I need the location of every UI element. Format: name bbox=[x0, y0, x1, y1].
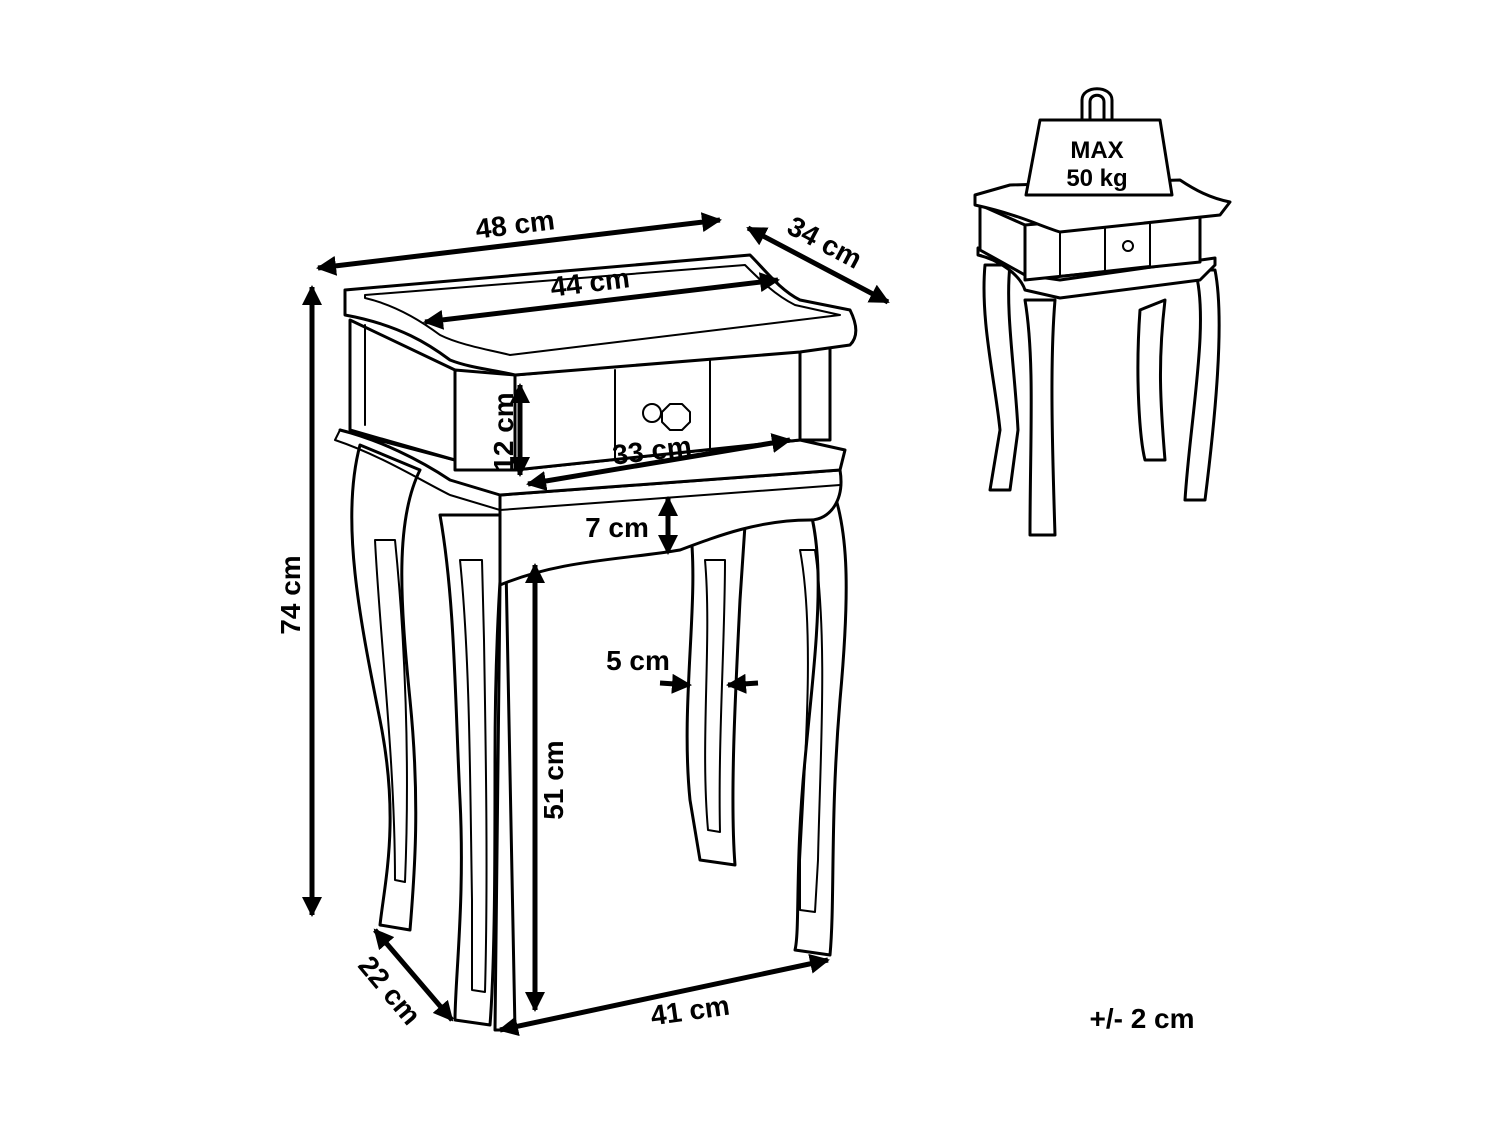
label-depth: 34 cm bbox=[782, 210, 867, 275]
arrow-drawer-width bbox=[526, 433, 792, 491]
arrow-leg-width-right bbox=[726, 673, 759, 694]
label-clearance-height: 51 cm bbox=[538, 740, 569, 819]
dimension-lines bbox=[302, 212, 890, 1037]
main-table-drawing bbox=[334, 253, 858, 1032]
load-weight-label: 50 kg bbox=[1066, 165, 1127, 192]
weight-icon bbox=[1024, 118, 1174, 197]
load-max-label: MAX bbox=[1070, 137, 1123, 164]
arrow-leg-width-left bbox=[659, 673, 692, 694]
label-drawer-height: 12 cm bbox=[488, 392, 519, 471]
label-base-depth: 22 cm bbox=[352, 950, 427, 1031]
arrow-base-depth bbox=[373, 928, 454, 1022]
label-apron-height: 7 cm bbox=[585, 512, 649, 543]
arrow-overall-width bbox=[316, 212, 722, 276]
label-total-height: 74 cm bbox=[275, 555, 306, 634]
arrow-top-width bbox=[423, 272, 780, 330]
tolerance-note: +/- 2 cm bbox=[1089, 1003, 1194, 1034]
arrow-depth bbox=[746, 225, 890, 305]
load-illustration: MAX 50 kg bbox=[973, 87, 1232, 537]
label-leg-width: 5 cm bbox=[606, 645, 670, 676]
arrow-base-width bbox=[498, 953, 830, 1037]
